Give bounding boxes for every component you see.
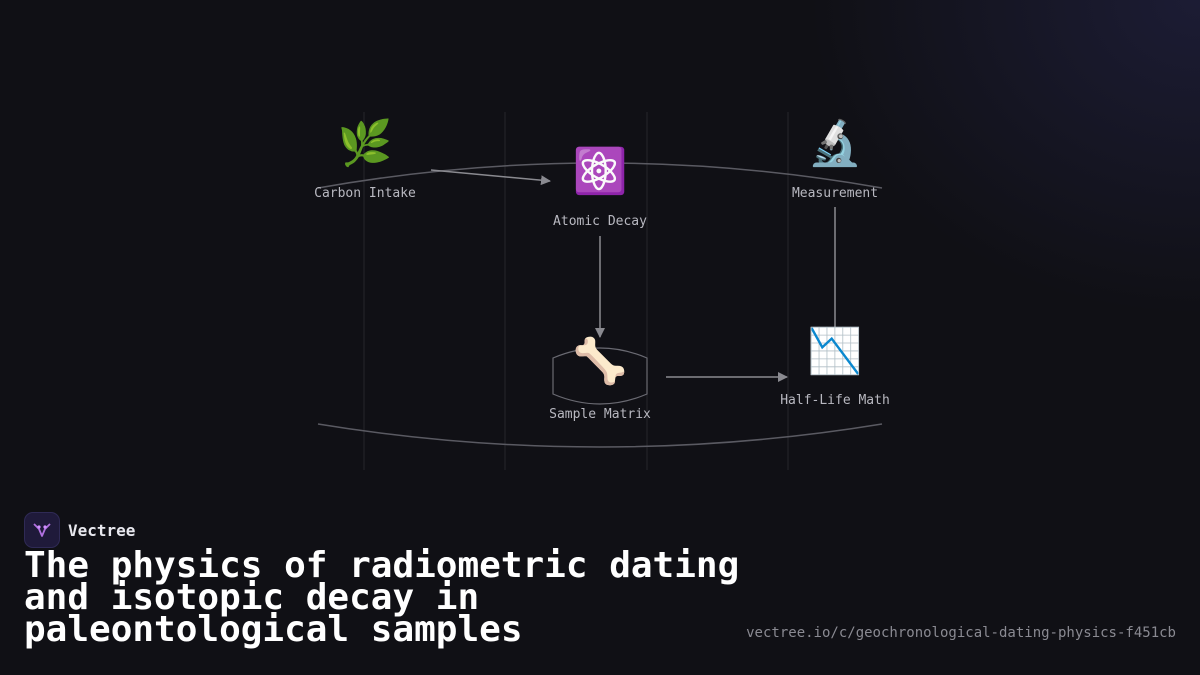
herb-icon: 🌿 — [337, 118, 393, 169]
page-title: The physics of radiometric dating and is… — [24, 545, 740, 650]
lower-arc — [317, 423, 883, 448]
microscope-icon: 🔬 — [807, 118, 863, 169]
edge-carbon-to-decay — [430, 169, 551, 186]
brand: Vectree — [24, 512, 135, 548]
bone-icon: 🦴 — [572, 336, 628, 387]
vectree-logo-icon — [24, 512, 60, 548]
chart-decreasing-icon: 📉 — [807, 326, 863, 377]
node-label-sample-matrix: Sample Matrix — [549, 407, 651, 422]
node-label-half-life-math: Half-Life Math — [780, 393, 890, 408]
node-label-carbon-intake: Carbon Intake — [314, 186, 416, 201]
brand-name: Vectree — [68, 520, 136, 540]
sample-container — [552, 347, 648, 405]
upper-arc — [317, 162, 883, 189]
node-label-measurement: Measurement — [791, 186, 879, 201]
node-label-atomic-decay: Atomic Decay — [553, 214, 647, 229]
atom-icon: ⚛️ — [572, 146, 628, 197]
source-url[interactable]: vectree.io/c/geochronological-dating-phy… — [746, 625, 1176, 641]
grid-lines — [363, 112, 789, 470]
